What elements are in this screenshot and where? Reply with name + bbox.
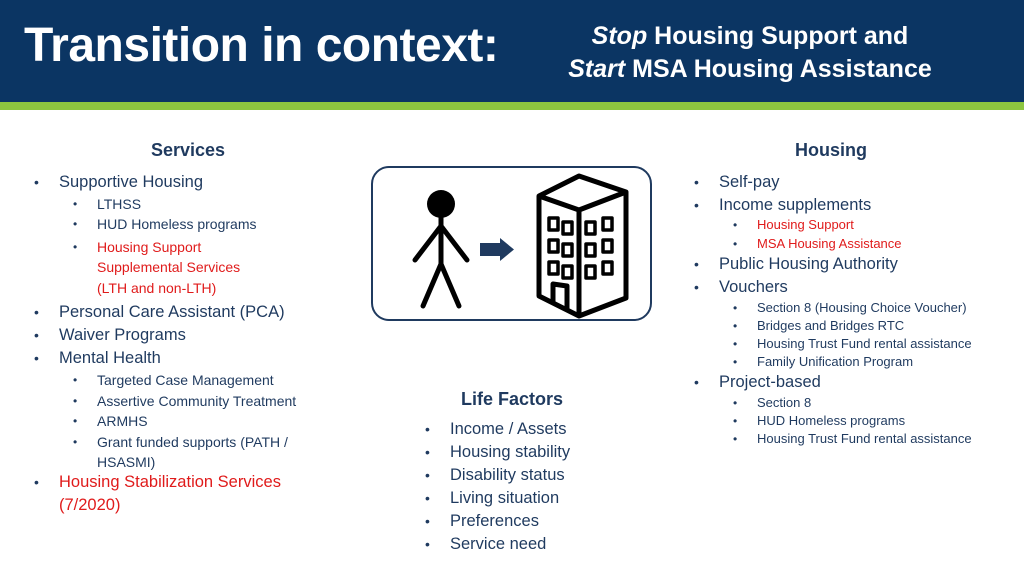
life-factors-heading: Life Factors [461,389,564,409]
housing-support-line-3: (LTH and non-LTH) [97,280,217,296]
services-item-supportive-housing: Supportive Housing [34,173,203,192]
subtitle-line-1-text: Housing Support and [647,22,909,50]
page-subtitle: Stop Housing Support and Start MSA Housi… [540,20,960,86]
housing-item-self-pay: Self-pay [694,173,779,192]
services-item-pca: Personal Care Assistant (PCA) [34,303,285,322]
voucher-subitem: Family Unification Program [733,354,913,369]
grant-funded-line-2: HSASMI) [97,454,156,470]
project-subitem: HUD Homeless programs [733,413,905,428]
subtitle-line-1: Stop Housing Support and [540,20,960,53]
housing-subitem-msa-assistance: MSA Housing Assistance [733,236,901,251]
project-subitem: Housing Trust Fund rental assistance [733,431,972,446]
life-factor-item: Preferences [425,512,539,531]
header-accent-bar [0,102,1024,110]
life-factor-item: Disability status [425,466,565,485]
services-subitem-act: Assertive Community Treatment [73,393,296,409]
life-factor-item: Housing stability [425,443,570,462]
housing-item-pha: Public Housing Authority [694,255,898,274]
services-subitem-hud-homeless: HUD Homeless programs [73,216,257,232]
services-subitem-housing-support: Housing Support [73,239,202,255]
housing-item-project-based: Project-based [694,373,821,392]
housing-item-vouchers: Vouchers [694,278,788,297]
housing-heading: Housing [795,140,867,160]
housing-item-income-supplements: Income supplements [694,196,871,215]
services-heading: Services [151,140,226,160]
subtitle-line-2-text: MSA Housing Assistance [625,55,932,83]
person-icon [412,190,470,309]
header-banner [0,0,1024,102]
services-item-housing-stabilization: Housing Stabilization Services [34,473,281,492]
voucher-subitem: Bridges and Bridges RTC [733,318,904,333]
voucher-subitem: Section 8 (Housing Choice Voucher) [733,300,967,315]
life-factor-item: Income / Assets [425,420,567,439]
life-factor-item: Living situation [425,489,559,508]
project-subitem: Section 8 [733,395,811,410]
housing-support-line-2: Supplemental Services [97,259,241,275]
voucher-subitem: Housing Trust Fund rental assistance [733,336,972,351]
housing-stabilization-line-2: (7/2020) [59,496,121,514]
transition-diagram [371,166,652,321]
subtitle-stop-emph: Stop [591,22,648,50]
services-item-mental-health: Mental Health [34,349,161,368]
building-icon [536,173,629,319]
transition-diagram-art [412,173,629,319]
services-subitem-grant-funded: Grant funded supports (PATH / [73,434,288,450]
services-subitem-tcm: Targeted Case Management [73,372,274,388]
subtitle-start-emph: Start [568,55,626,83]
services-subitem-armhs: ARMHS [73,413,147,429]
housing-support-line-1: Housing Support [97,239,202,255]
housing-subitem-housing-support: Housing Support [733,217,854,232]
life-factor-item: Service need [425,535,546,554]
services-item-waiver: Waiver Programs [34,326,186,345]
services-subitem-lthss: LTHSS [73,196,141,212]
arrow-right-icon [480,238,514,261]
subtitle-line-2: Start MSA Housing Assistance [540,53,960,86]
page-title: Transition in context: [24,19,499,72]
